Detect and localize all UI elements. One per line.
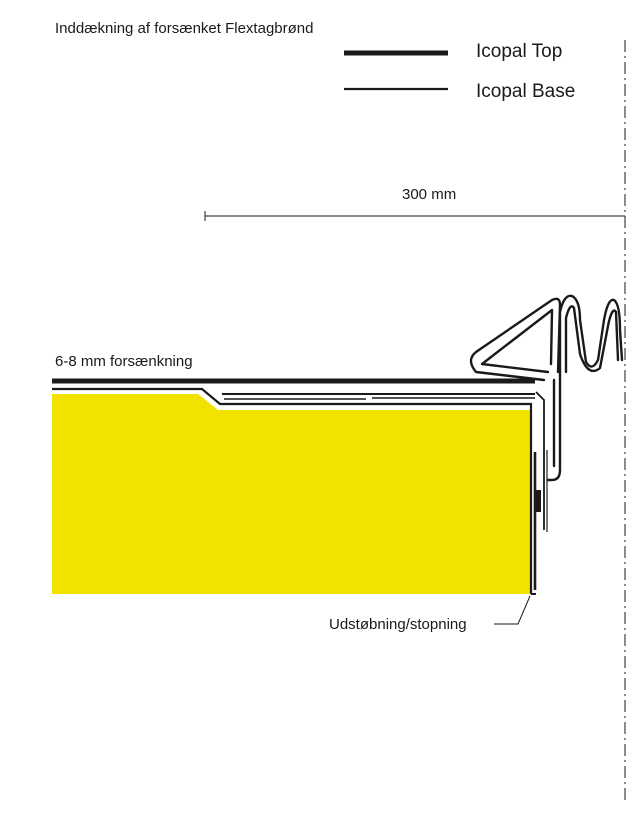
membrane-icopal-base [52, 387, 533, 594]
label-recess: 6-8 mm forsænkning [55, 353, 193, 370]
drain-flange-profile [469, 294, 624, 482]
legend: Icopal Top Icopal Base [344, 41, 575, 102]
label-casting: Udstøbning/stopning [329, 616, 467, 633]
leader-casting [494, 595, 531, 625]
drain-side-sealing [531, 391, 548, 595]
drawing-title: Inddækning af forsænket Flextagbrønd [55, 20, 313, 37]
membrane-layers [222, 393, 535, 400]
insulation-block [52, 394, 531, 594]
dimension-300mm: 300 mm [204, 186, 625, 221]
legend-label-icopal-base: Icopal Base [476, 81, 575, 102]
dimension-label: 300 mm [402, 186, 456, 203]
legend-label-icopal-top: Icopal Top [476, 41, 562, 62]
